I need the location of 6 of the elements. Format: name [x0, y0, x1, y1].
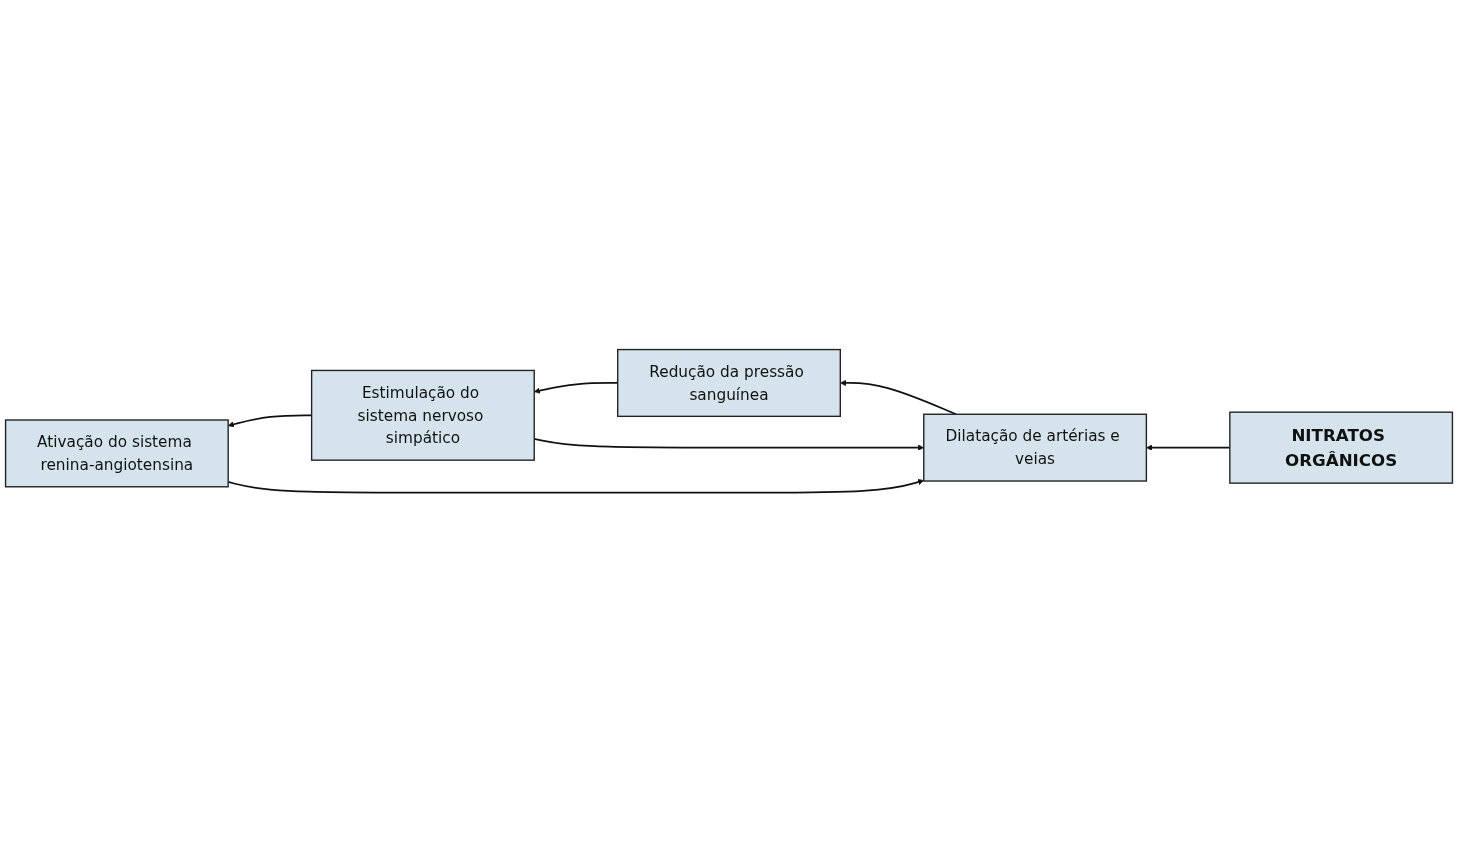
- node-box: Dilatação de artérias e veias: [923, 413, 1148, 482]
- node-box: NITRATOS ORGÂNICOS: [1229, 411, 1454, 484]
- node-box: Ativação do sistema renina-angiotensina: [4, 419, 229, 488]
- node-box: Estimulação do sistema nervoso simpático: [310, 369, 535, 461]
- node-box: Redução da pressão sanguínea: [617, 348, 841, 417]
- arrow: [840, 379, 957, 415]
